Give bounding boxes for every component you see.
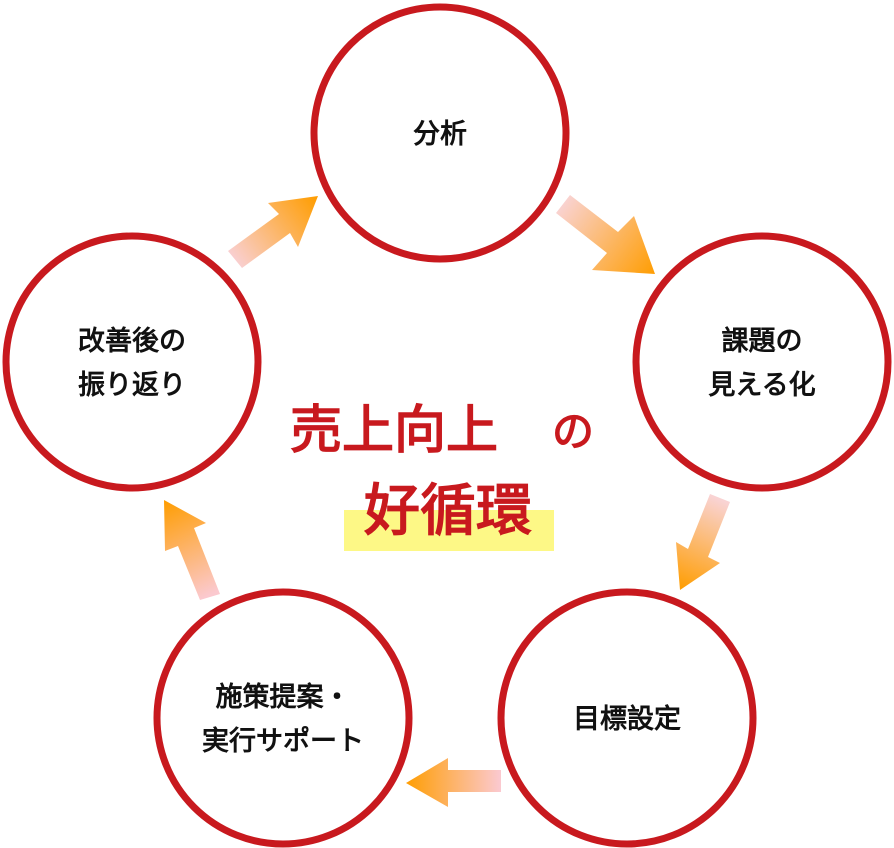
node-proposal-label-line1: 施策提案・ [216, 681, 351, 713]
arrow-review-to-analysis-icon [228, 196, 318, 268]
arrow-proposal-to-review-icon [164, 500, 220, 600]
center-title-highlight [344, 510, 554, 551]
arrow-analysis-to-visualize-icon [556, 195, 655, 274]
node-review-label-line2: 振り返り [78, 370, 186, 401]
node-proposal: 施策提案・ 実行サポート [153, 588, 413, 848]
center-title: 売上向上 の 好循環 [290, 401, 594, 551]
node-review-label-line1: 改善後の [78, 325, 186, 357]
node-analysis: 分析 [310, 3, 570, 263]
node-analysis-label: 分析 [413, 119, 467, 150]
node-review: 改善後の 振り返り [2, 232, 262, 492]
node-analysis-circle [310, 3, 570, 263]
node-goal-label: 目標設定 [573, 703, 681, 735]
center-title-particle: の [552, 407, 594, 456]
node-visualize-label-line1: 課題の [722, 325, 803, 357]
node-visualize-label-line2: 見える化 [708, 370, 815, 401]
node-goal-circle [497, 588, 757, 848]
arrow-goal-to-proposal-icon [406, 758, 501, 807]
center-title-line1: 売上向上 [290, 401, 498, 461]
node-visualize: 課題の 見える化 [632, 232, 892, 492]
node-goal: 目標設定 [497, 588, 757, 848]
arrow-visualize-to-goal-icon [676, 494, 730, 590]
node-proposal-label-line2: 実行サポート [202, 725, 364, 757]
node-review-circle [2, 232, 262, 492]
center-title-line2: 好循環 [363, 479, 532, 544]
node-proposal-circle [153, 588, 413, 848]
node-visualize-circle [632, 232, 892, 492]
